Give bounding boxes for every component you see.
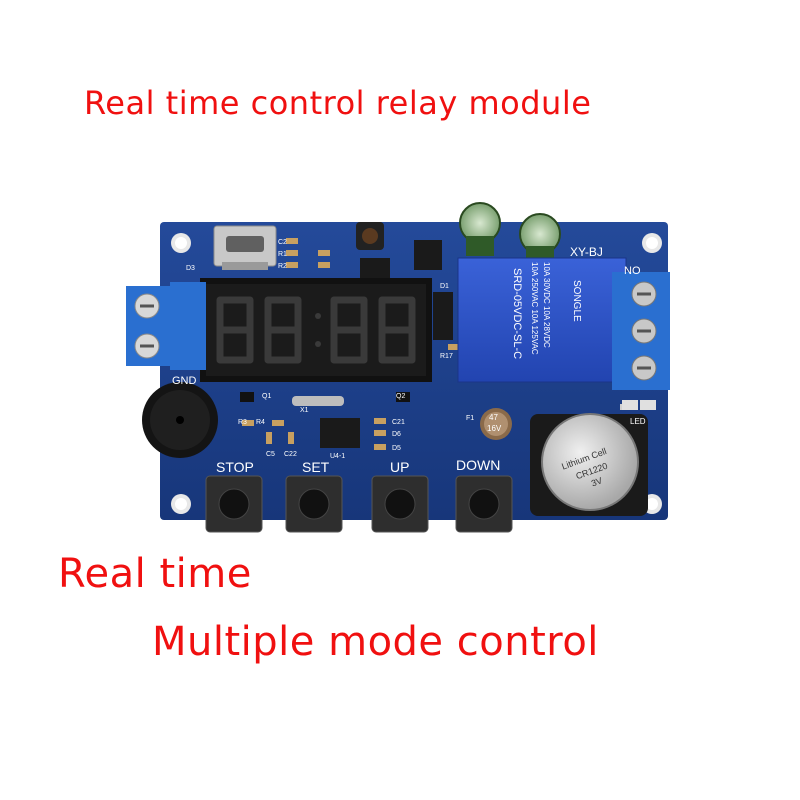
component-label: D5 xyxy=(392,445,401,452)
component-label: R1 xyxy=(278,251,287,258)
terminal-no-label: NO xyxy=(624,265,641,277)
relay-rating-2: 10A 30VDC 10A 28VDC xyxy=(542,262,551,348)
component-label: R4 xyxy=(256,419,265,426)
capacitor-left xyxy=(459,202,501,256)
cap-value-label: 47 xyxy=(489,413,498,422)
mounting-holes xyxy=(171,233,662,514)
tact-button-set xyxy=(285,475,343,533)
transistors xyxy=(240,392,410,402)
capacitor-small xyxy=(480,408,512,440)
terminal-block-left xyxy=(126,282,206,370)
component-label: D6 xyxy=(392,431,401,438)
tact-button-up xyxy=(371,475,429,533)
relay-model: SRD-05VDC-SL-C xyxy=(511,268,523,359)
component-label: D3 xyxy=(186,265,195,272)
led-label: LED xyxy=(630,417,646,426)
inductor xyxy=(356,222,384,250)
seven-segment-display xyxy=(200,278,432,382)
component-label: R17 xyxy=(440,353,453,360)
headline-bottom: Multiple mode control xyxy=(152,619,599,665)
component-label: U4-1 xyxy=(330,453,345,460)
relay xyxy=(457,257,627,383)
relay-brand: SONGLE xyxy=(571,280,582,322)
terminal-gnd-label: GND xyxy=(172,375,197,387)
cap-voltage-label: 16V xyxy=(487,424,502,433)
status-leds xyxy=(622,400,656,410)
button-label-down: DOWN xyxy=(456,457,500,473)
buzzer xyxy=(142,382,218,458)
component-label: C5 xyxy=(266,451,275,458)
chip-clock xyxy=(320,418,360,448)
component-label: C21 xyxy=(392,419,405,426)
usb-port xyxy=(213,225,277,270)
component-label: C22 xyxy=(284,451,297,458)
terminal-block-right xyxy=(612,272,670,390)
crystal-x1 xyxy=(292,396,344,406)
tact-button-stop xyxy=(205,475,263,533)
model-label: XY-BJ xyxy=(570,245,603,259)
component-label: R2 xyxy=(278,263,287,270)
component-label: C2 xyxy=(278,239,287,246)
button-label-up: UP xyxy=(390,459,409,475)
headline-mid: Real time xyxy=(58,551,252,597)
headline-top: Real time control relay module xyxy=(84,84,592,122)
component-label: Q2 xyxy=(396,393,405,400)
component-label: Q1 xyxy=(262,393,271,400)
button-label-set: SET xyxy=(302,459,330,475)
component-label: D1 xyxy=(440,283,449,290)
diode-d1 xyxy=(433,292,453,340)
component-label: R3 xyxy=(238,419,247,426)
component-label: F1 xyxy=(466,415,474,422)
battery-holder xyxy=(530,413,648,516)
component-label: X1 xyxy=(300,407,309,414)
battery-label-3: 3V xyxy=(590,475,604,488)
tact-button-down xyxy=(455,475,513,533)
relay-rating-1: 10A 250VAC 10A 125VAC xyxy=(530,262,539,355)
button-label-stop: STOP xyxy=(216,459,254,475)
